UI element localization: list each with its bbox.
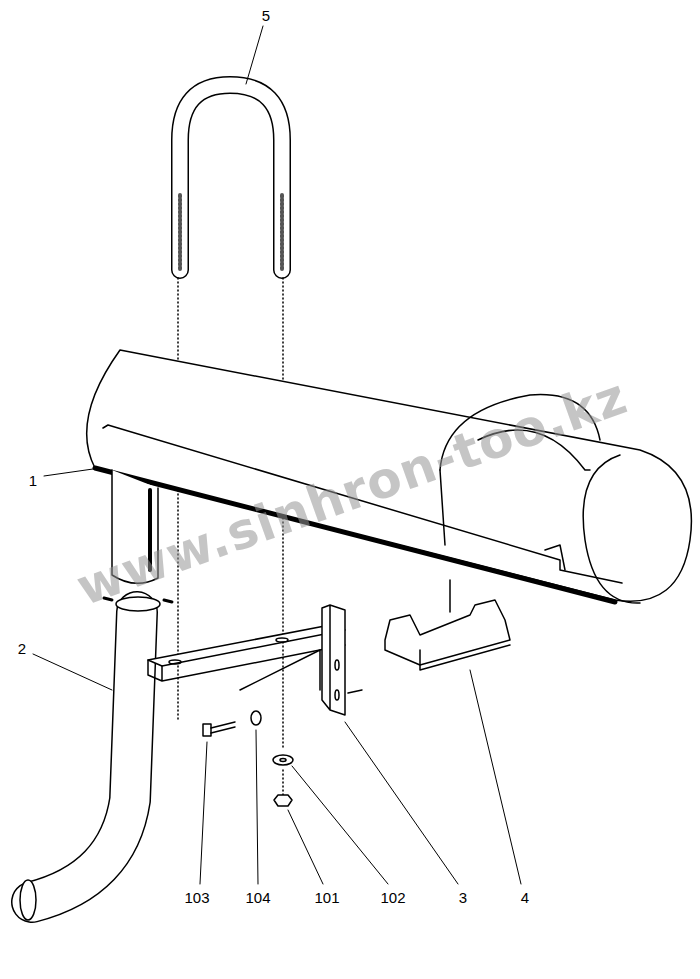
exhaust-pipe-fill: [32, 612, 137, 902]
washer-hole: [280, 759, 286, 762]
callout-number: 5: [262, 8, 270, 23]
exhaust-pipe: [32, 612, 137, 902]
assembly-line: [348, 690, 362, 693]
hole: [276, 638, 288, 642]
callout-number: 3: [459, 890, 467, 905]
nut: [274, 795, 292, 806]
leader-line: [470, 670, 521, 884]
u-clamp-fill: [180, 85, 282, 270]
hole: [169, 660, 181, 664]
leader-line: [33, 654, 112, 690]
leader-line: [256, 730, 258, 884]
assembly-line: [449, 580, 451, 612]
leader-line: [44, 468, 100, 476]
bracket-rib: [240, 650, 320, 690]
bolt-shank: [211, 722, 235, 733]
leader-line: [200, 742, 207, 884]
leader-line: [292, 766, 388, 884]
callout-number: 4: [521, 890, 529, 905]
hole: [335, 690, 339, 700]
pipe-end: [20, 880, 36, 920]
assembly-line: [282, 770, 284, 795]
lock-washer: [251, 711, 261, 725]
leader-line: [288, 810, 323, 884]
thread: [180, 195, 282, 270]
bracket-arm: [148, 645, 345, 681]
washer: [273, 755, 293, 765]
leader-line: [345, 722, 458, 884]
u-clamp: [180, 85, 282, 270]
hole: [335, 660, 339, 670]
leader-line: [246, 26, 263, 84]
bolt-head: [203, 724, 211, 736]
callout-number: 2: [18, 641, 26, 656]
callout-number: 103: [184, 890, 209, 905]
bracket-arm: [148, 625, 345, 666]
callout-number: 104: [245, 890, 270, 905]
callout-number: 1: [29, 473, 37, 488]
callout-number: 101: [314, 890, 339, 905]
saddle: [385, 600, 510, 665]
callout-number: 102: [380, 890, 405, 905]
rod-clip: [545, 545, 565, 570]
bracket-plate: [322, 605, 345, 715]
saddle: [420, 645, 510, 670]
